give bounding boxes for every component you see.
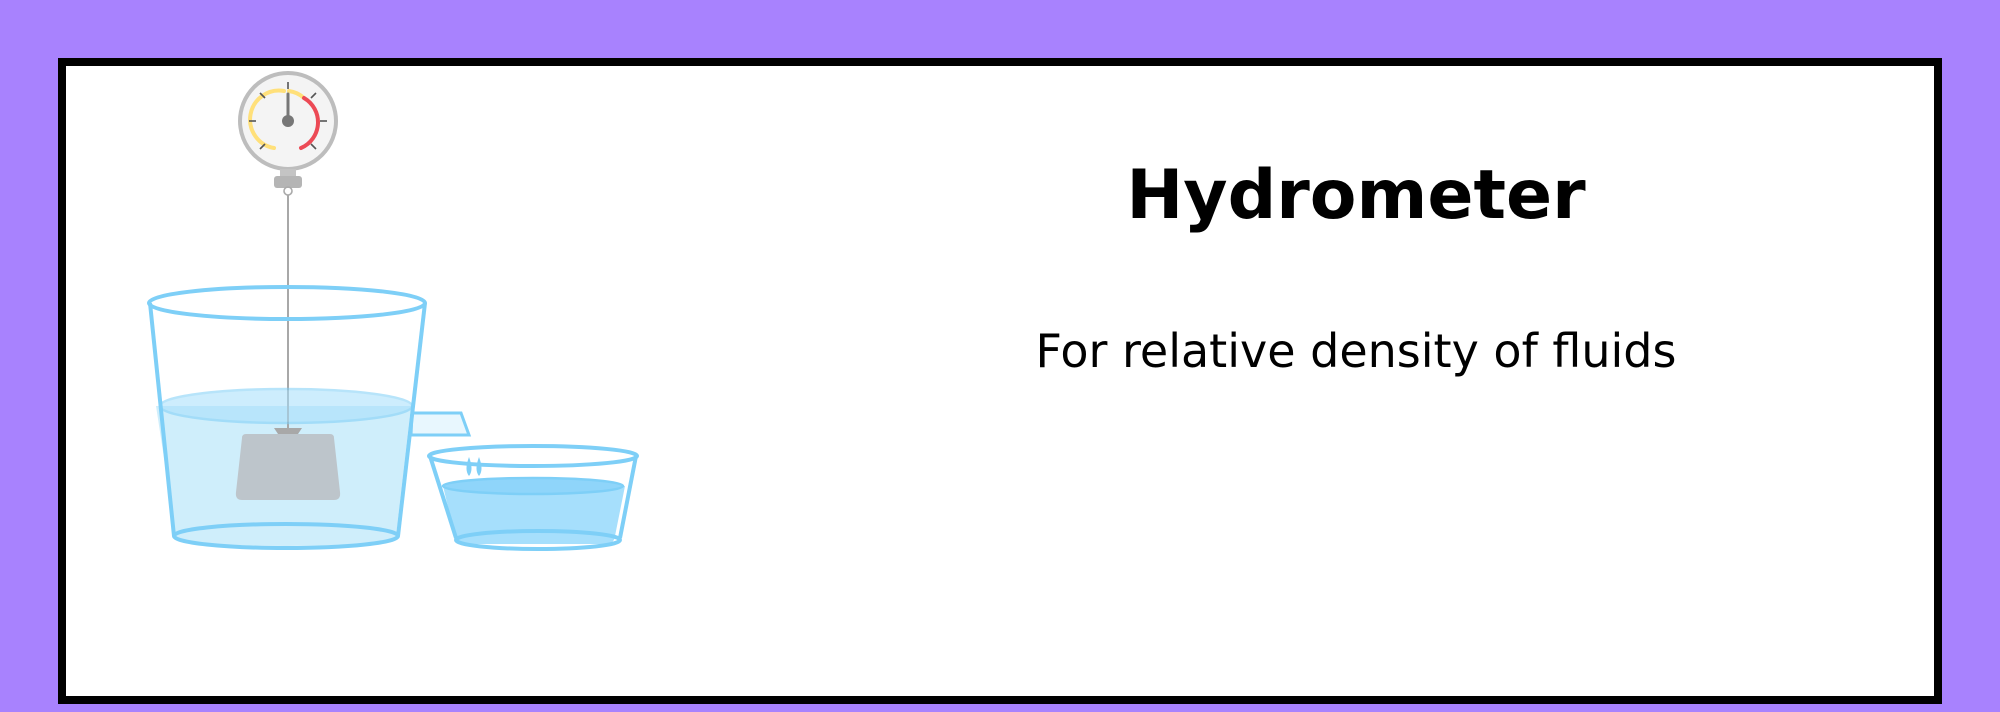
weight-block-icon [235,428,341,500]
page-subtitle: For relative density of fluids [1035,324,1677,378]
pressure-gauge-icon [238,71,338,196]
overflow-beaker-icon [147,195,472,550]
hydrometer-illustration [147,71,639,551]
catch-bowl-icon [427,444,639,551]
content-frame: Hydrometer For relative density of fluid… [58,58,1942,704]
page-title: Hydrometer [1126,156,1586,235]
